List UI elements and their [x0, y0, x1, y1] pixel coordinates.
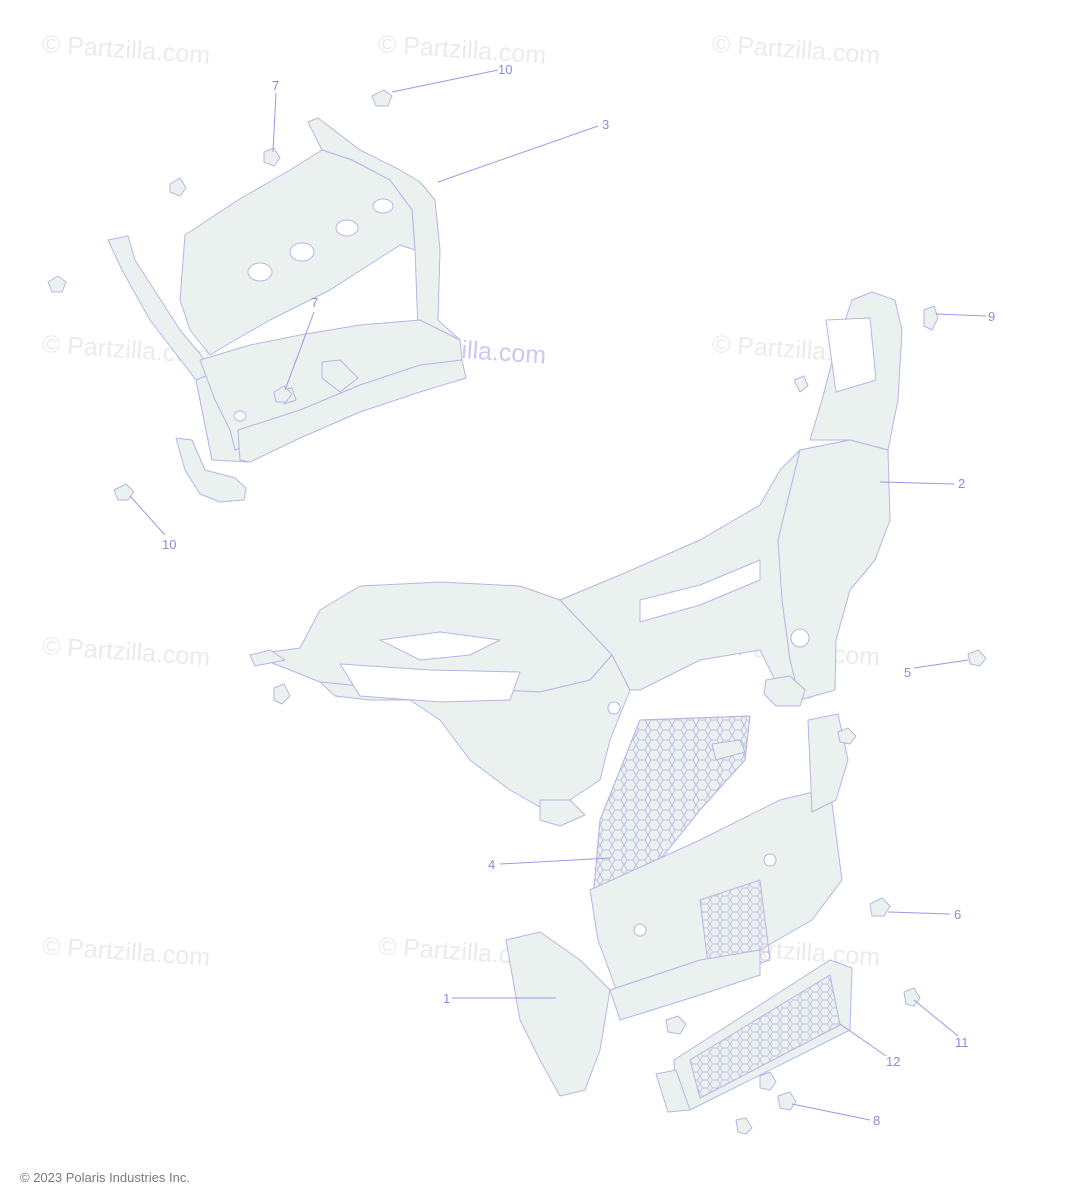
- callout-7-upper: 7: [272, 78, 280, 93]
- callout-2: 2: [958, 476, 966, 491]
- leader-lines: [129, 69, 987, 1121]
- upper-grille-part: [593, 715, 751, 891]
- callout-11: 11: [955, 1035, 969, 1050]
- callout-9: 9: [988, 309, 996, 324]
- callout-5: 5: [904, 665, 912, 680]
- fastener-hardware: [47, 89, 987, 1135]
- callout-12: 12: [886, 1054, 901, 1069]
- callout-4: 4: [488, 857, 496, 872]
- lower-grille-part: [655, 959, 853, 1113]
- front-bumper-frame-part: [249, 291, 903, 827]
- callout-3: 3: [602, 117, 610, 132]
- callout-10-lower: 10: [162, 537, 177, 552]
- callout-7-lower: 7: [311, 295, 319, 310]
- callout-1: 1: [443, 991, 451, 1006]
- lower-bumper-bracket-part: [505, 713, 849, 1097]
- frame-bracket-part: [107, 117, 467, 503]
- callout-10-upper: 10: [498, 62, 513, 77]
- callout-6: 6: [954, 907, 962, 922]
- callout-8: 8: [873, 1113, 881, 1128]
- copyright-notice: © 2023 Polaris Industries Inc.: [20, 1170, 190, 1185]
